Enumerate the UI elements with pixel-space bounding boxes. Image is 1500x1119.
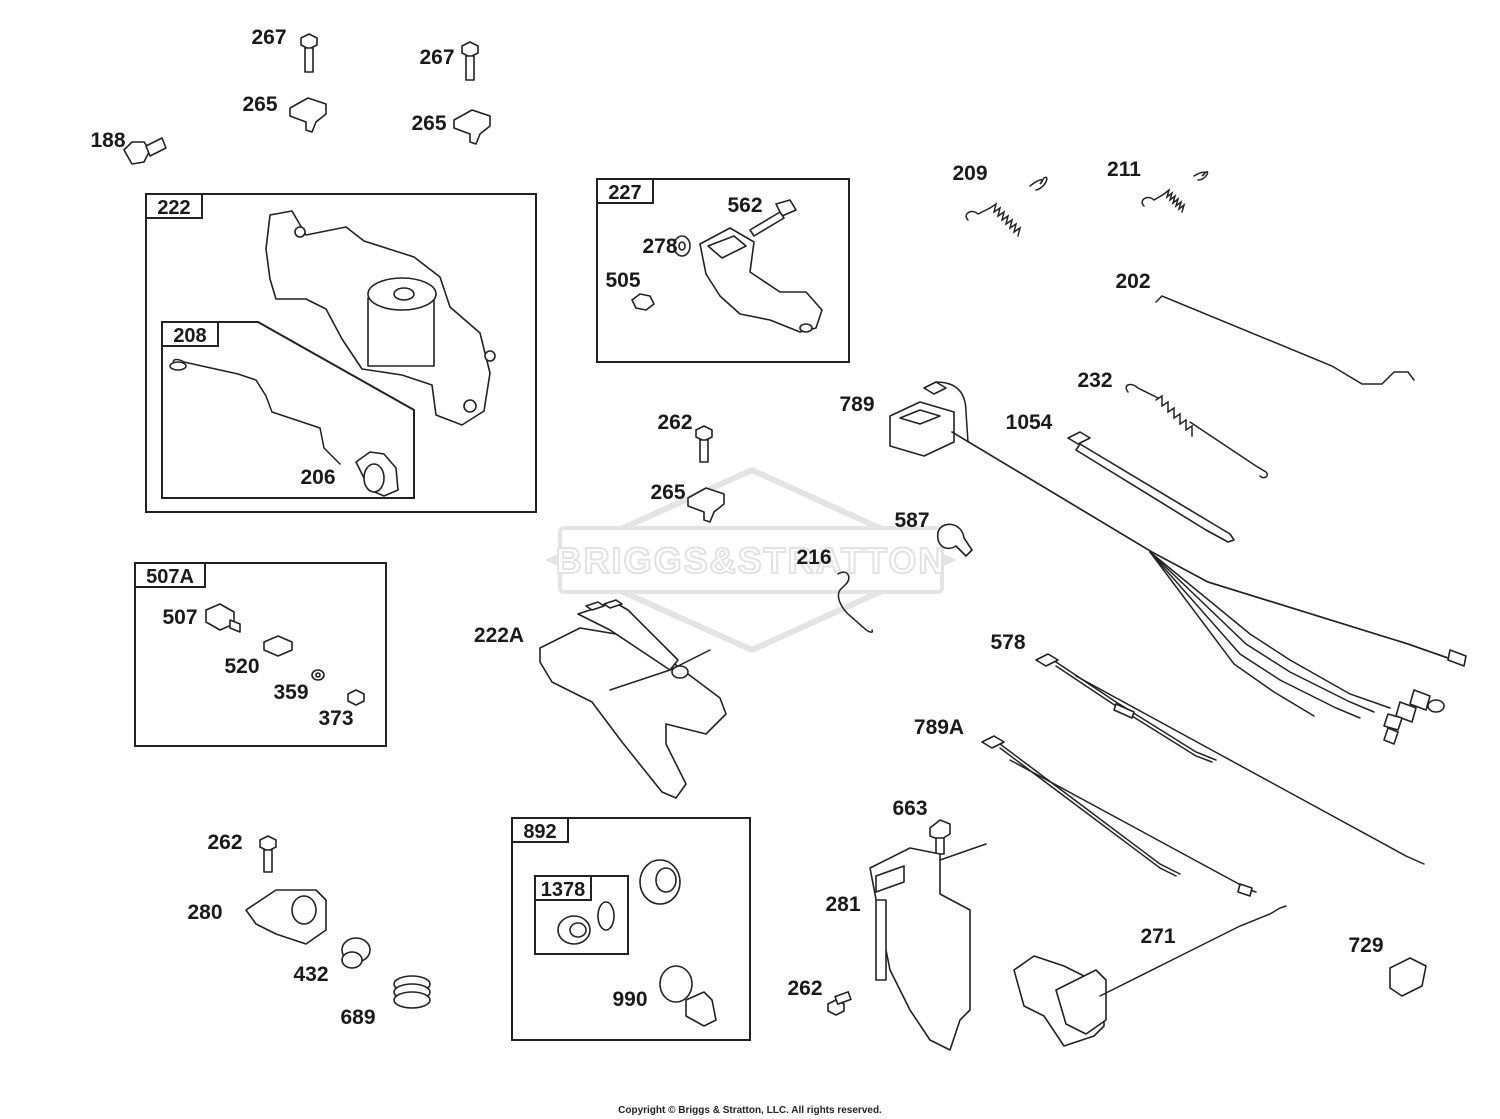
- label-507: 507: [162, 606, 197, 629]
- spring-209: [965, 176, 1048, 237]
- label-432: 432: [293, 963, 328, 986]
- bracket-281: [869, 843, 987, 1051]
- label-990: 990: [612, 988, 647, 1011]
- label-789a: 789A: [914, 716, 964, 739]
- box-label-222: 222: [157, 197, 190, 219]
- label-262: 262: [207, 831, 242, 854]
- bushing-432: [341, 937, 371, 969]
- box-label-208: 208: [173, 325, 206, 347]
- bolt-663: [929, 819, 951, 855]
- throttle-plate-222a: [539, 599, 727, 799]
- nut-1378: [557, 915, 591, 945]
- knob-206: [355, 451, 399, 497]
- label-587: 587: [894, 509, 929, 532]
- label-1054: 1054: [1006, 411, 1053, 434]
- cable-578: [1035, 653, 1425, 865]
- assembly-box-892: [511, 817, 751, 1041]
- assembly-box-227: [596, 178, 850, 363]
- lever-227: [699, 227, 823, 333]
- label-262: 262: [787, 977, 822, 1000]
- spring-232: [1125, 383, 1269, 479]
- label-265: 265: [411, 112, 446, 135]
- control-bracket: [265, 210, 496, 426]
- label-206: 206: [300, 466, 335, 489]
- assembly-box-507a: [134, 562, 387, 747]
- label-663: 663: [892, 797, 927, 820]
- screw-262-lower: [827, 991, 852, 1016]
- label-373: 373: [318, 707, 353, 730]
- clamp-587: [936, 523, 973, 557]
- rod-216: [837, 571, 874, 633]
- cable-271: [1013, 905, 1287, 1047]
- spring-689: [393, 975, 431, 1009]
- washer-359: [311, 669, 325, 681]
- label-280: 280: [187, 901, 222, 924]
- bolt-262-lower-left: [259, 835, 277, 873]
- label-278: 278: [642, 235, 677, 258]
- label-689: 689: [340, 1006, 375, 1029]
- assembly-box-222: [145, 193, 537, 513]
- bolt-262-center: [695, 425, 713, 463]
- label-505: 505: [605, 269, 640, 292]
- washer-1378: [597, 901, 615, 931]
- key-switch-990: [659, 965, 717, 1027]
- watermark-text: BRIGGS&STRATTON: [556, 540, 947, 581]
- label-262: 262: [657, 411, 692, 434]
- label-265: 265: [650, 481, 685, 504]
- bracket-280: [245, 889, 327, 945]
- nut-505: [631, 293, 655, 311]
- cap-729: [1389, 957, 1427, 997]
- rod-202: [1155, 295, 1415, 385]
- label-520: 520: [224, 655, 259, 678]
- label-222a: 222A: [474, 624, 524, 647]
- label-209: 209: [952, 162, 987, 185]
- label-578: 578: [990, 631, 1025, 654]
- terminal-520: [263, 635, 293, 657]
- label-232: 232: [1077, 369, 1112, 392]
- label-211: 211: [1107, 158, 1141, 181]
- label-281: 281: [825, 893, 860, 916]
- label-729: 729: [1348, 934, 1383, 957]
- screw-188: [123, 137, 167, 165]
- nut-373: [347, 689, 365, 706]
- clip-265-center: [687, 487, 725, 523]
- spring-211: [1141, 171, 1209, 213]
- assembly-box-208: [161, 321, 415, 499]
- bolt-267-left: [300, 33, 318, 73]
- clip-265-right: [453, 109, 491, 145]
- box-label-507a: 507A: [146, 566, 194, 588]
- box-label-227: 227: [608, 182, 641, 204]
- brand-watermark: BRIGGS&STRATTON: [544, 466, 958, 654]
- label-271: 271: [1140, 925, 1175, 948]
- callouts: 267 267 265 265 188 206 562 278 505 209 …: [90, 26, 1383, 1029]
- wire-harness-789: [889, 381, 1467, 745]
- label-188: 188: [90, 129, 125, 152]
- label-267: 267: [419, 46, 454, 69]
- label-267: 267: [251, 26, 286, 49]
- cable-789a: [981, 735, 1257, 897]
- label-265: 265: [242, 93, 277, 116]
- copyright-notice: Copyright © Briggs & Stratton, LLC. All …: [618, 1105, 882, 1116]
- box-label-892: 892: [523, 821, 556, 843]
- pin-562: [749, 199, 797, 237]
- cable-tie-1054: [1067, 431, 1235, 543]
- rod-208: [169, 358, 341, 465]
- clip-265-left: [289, 97, 327, 133]
- label-789: 789: [839, 393, 874, 416]
- label-216: 216: [796, 546, 831, 569]
- switch-507: [205, 603, 241, 633]
- washer-278: [673, 235, 691, 257]
- label-359: 359: [273, 681, 308, 704]
- box-label-1378: 1378: [541, 879, 586, 901]
- label-562: 562: [727, 194, 762, 217]
- bolt-267-right: [461, 41, 479, 81]
- label-202: 202: [1115, 270, 1150, 293]
- ignition-switch: [639, 859, 681, 905]
